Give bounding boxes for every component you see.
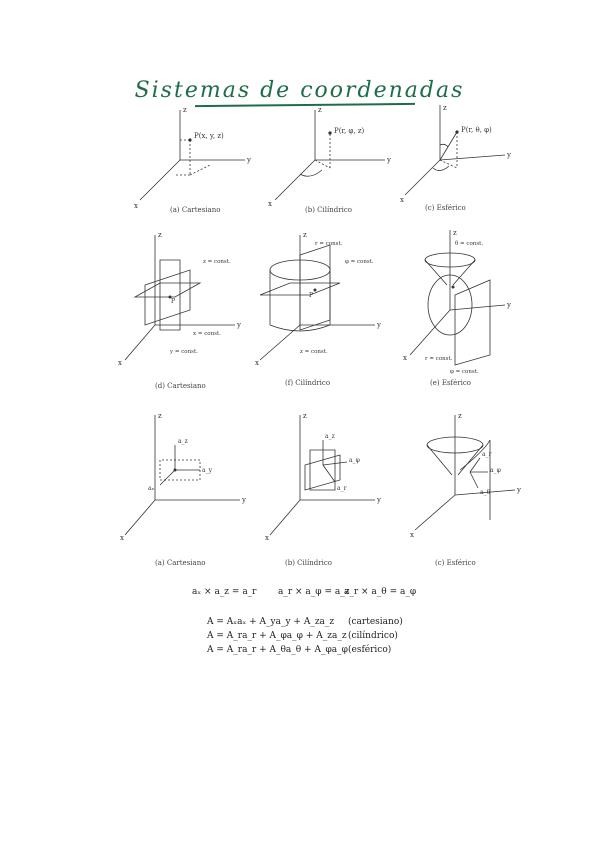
svg-text:x: x [268, 200, 272, 208]
svg-text:r = const.: r = const. [425, 356, 453, 362]
svg-text:P: P [171, 298, 175, 305]
cross-product-2: a_r × a_φ = a_z [278, 587, 350, 597]
svg-text:z: z [318, 106, 322, 114]
svg-text:φ = const.: φ = const. [450, 369, 479, 375]
svg-text:x: x [255, 359, 259, 367]
fig-cylindrical-surfaces: P z y x r = const. φ = const. z = const.… [255, 225, 435, 400]
svg-text:θ = const.: θ = const. [455, 241, 483, 247]
svg-text:y: y [506, 301, 511, 309]
svg-text:z: z [158, 412, 162, 420]
svg-text:x: x [400, 196, 404, 204]
fig-spherical-unit-vectors: z y x a_r a_φ a_θ (c) Esférico [400, 410, 580, 585]
svg-text:a_z: a_z [325, 433, 335, 440]
svg-text:x: x [410, 531, 414, 539]
vector-form-spherical-label: (esférico) [348, 645, 392, 655]
svg-text:aₓ: aₓ [148, 485, 155, 492]
svg-text:x: x [265, 534, 269, 542]
vector-form-cartesian-label: (cartesiano) [348, 617, 403, 627]
svg-text:r = const.: r = const. [315, 241, 343, 247]
svg-text:(c) Esférico: (c) Esférico [435, 559, 476, 567]
fig-cartesian-surfaces: P z y x z = const. x = const. y = const.… [115, 225, 295, 400]
svg-text:y: y [246, 156, 251, 164]
vector-form-cartesian: A = Aₓaₓ + A_yа_y + A_za_z [207, 617, 335, 627]
svg-text:a_φ: a_φ [490, 467, 501, 474]
svg-text:z = const.: z = const. [300, 349, 328, 355]
cross-product-3: a_r × a_θ = a_φ [344, 587, 417, 597]
svg-text:(c) Esférico: (c) Esférico [425, 204, 466, 212]
svg-text:y: y [386, 156, 391, 164]
svg-text:(e) Esférico: (e) Esférico [430, 379, 471, 387]
svg-text:z: z [443, 104, 447, 112]
svg-text:x = const.: x = const. [193, 331, 221, 337]
svg-text:φ = const.: φ = const. [345, 259, 374, 265]
svg-text:z: z [303, 231, 307, 239]
fig-spherical-surfaces: z y x θ = const. r = const. φ = const. (… [395, 225, 575, 400]
vector-form-spherical: A = A_ra_r + A_θa_θ + A_φa_φ [207, 645, 348, 655]
fig-cartesian-point: z y x P(x, y, z) (a) Cartesiano [120, 100, 300, 275]
svg-text:a_r: a_r [337, 485, 347, 492]
page-title: Sistemas de coordenadas [134, 78, 465, 103]
svg-text:y: y [516, 486, 521, 494]
svg-text:(f) Cilíndrico: (f) Cilíndrico [285, 379, 330, 387]
svg-text:y: y [236, 321, 241, 329]
svg-text:x: x [134, 202, 138, 210]
fig-cylindrical-point: z y x P(r, φ, z) (b) Cilíndrico [260, 100, 440, 275]
svg-text:x: x [118, 359, 122, 367]
svg-text:z: z [453, 229, 457, 237]
svg-text:x: x [120, 534, 124, 542]
svg-text:y: y [241, 496, 246, 504]
point-label: P(x, y, z) [194, 132, 224, 140]
svg-text:a_φ: a_φ [349, 457, 360, 464]
svg-text:x: x [403, 354, 407, 362]
svg-text:z = const.: z = const. [203, 259, 231, 265]
fig-spherical-point: z y x P(r, θ, φ) (c) Esférico [395, 100, 575, 275]
svg-text:a_r: a_r [482, 451, 492, 458]
svg-text:(b) Cilíndrico: (b) Cilíndrico [285, 559, 332, 567]
svg-text:z: z [158, 231, 162, 239]
svg-text:a_z: a_z [178, 438, 188, 445]
svg-text:y: y [376, 496, 381, 504]
caption: (a) Cartesiano [170, 206, 220, 214]
svg-text:z: z [183, 106, 187, 114]
svg-text:(b) Cilíndrico: (b) Cilíndrico [305, 206, 352, 214]
svg-text:(d) Cartesiano: (d) Cartesiano [155, 382, 206, 390]
cross-product-1: aₓ × a_z = a_r [192, 587, 257, 597]
svg-text:z: z [303, 412, 307, 420]
svg-text:y: y [506, 151, 511, 159]
svg-text:P(r, φ, z): P(r, φ, z) [334, 127, 365, 135]
fig-cylindrical-unit-vectors: z y x a_z a_φ a_r (b) Cilíndrico [255, 410, 435, 585]
svg-text:y: y [376, 321, 381, 329]
svg-text:P: P [309, 292, 313, 299]
vector-form-cylindrical: A = A_ra_r + A_φa_φ + A_za_z [207, 631, 347, 641]
svg-text:a_y: a_y [202, 467, 213, 474]
svg-text:(a) Cartesiano: (a) Cartesiano [155, 559, 205, 567]
svg-text:P(r, θ, φ): P(r, θ, φ) [461, 126, 492, 134]
vector-form-cylindrical-label: (cilíndrico) [348, 631, 398, 641]
svg-text:a_θ: a_θ [480, 489, 491, 496]
fig-cartesian-unit-vectors: z y x a_z a_y aₓ (a) Cartesiano [115, 410, 295, 585]
svg-text:z: z [458, 412, 462, 420]
svg-text:y = const.: y = const. [169, 349, 198, 355]
